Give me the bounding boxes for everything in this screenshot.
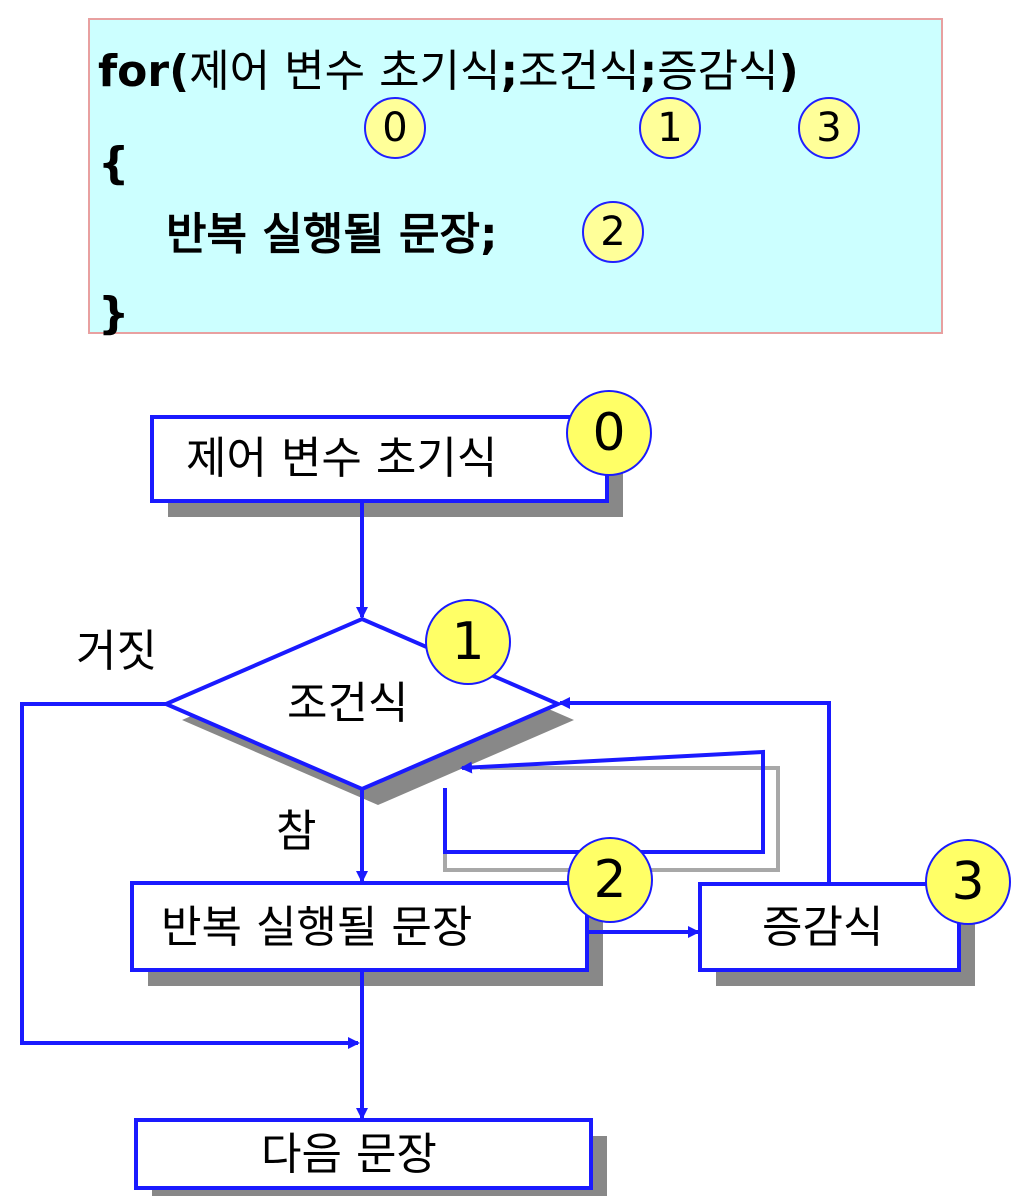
false-label: 거짓 [76, 626, 157, 677]
for-header-line: for(제어 변수 초기식;조건식;증감식) [98, 50, 799, 94]
separator-1: ; [500, 46, 519, 97]
condition-label: 조건식 [287, 678, 409, 729]
shadow-layer [148, 433, 975, 1196]
next-box [134, 1118, 593, 1190]
increment-expression: 증감식 [657, 46, 779, 97]
code-marker-init: 0 [364, 97, 426, 159]
true-label: 참 [276, 806, 317, 857]
increment-box [698, 882, 961, 972]
increment-box-label: 증감식 [762, 902, 884, 953]
init-box-label: 제어 변수 초기식 [186, 433, 498, 484]
flow-marker-body: 2 [567, 837, 653, 923]
flow-marker-init: 0 [566, 390, 652, 476]
for-keyword: for( [98, 46, 190, 97]
body-line: 반복 실행될 문장; [166, 213, 498, 257]
init-box [150, 415, 609, 503]
arrow-false [20, 702, 360, 1049]
body-semicolon: ; [480, 209, 498, 260]
code-marker-body: 2 [582, 201, 644, 263]
open-brace-line: { [98, 142, 129, 186]
arrow-increment-to-condition [558, 697, 831, 884]
code-box: for(제어 변수 초기식;조건식;증감식) { 반복 실행될 문장; } 0 … [88, 18, 943, 336]
close-brace-line: } [98, 292, 129, 336]
open-brace: { [98, 138, 130, 189]
init-expression: 제어 변수 초기식 [189, 46, 501, 97]
close-brace: } [98, 288, 130, 339]
next-box-label: 다음 문장 [261, 1129, 437, 1180]
condition-expression: 조건식 [518, 46, 640, 97]
code-marker-condition: 1 [639, 97, 701, 159]
close-paren: ) [778, 46, 799, 97]
flow-marker-condition: 1 [425, 599, 511, 685]
body-box [130, 881, 589, 972]
body-statement: 반복 실행될 문장 [166, 209, 480, 260]
body-box-label: 반복 실행될 문장 [161, 902, 473, 953]
loop-arrow [443, 749, 765, 854]
code-marker-increment: 3 [798, 97, 860, 159]
flow-marker-increment: 3 [925, 839, 1011, 925]
separator-2: ; [639, 46, 658, 97]
